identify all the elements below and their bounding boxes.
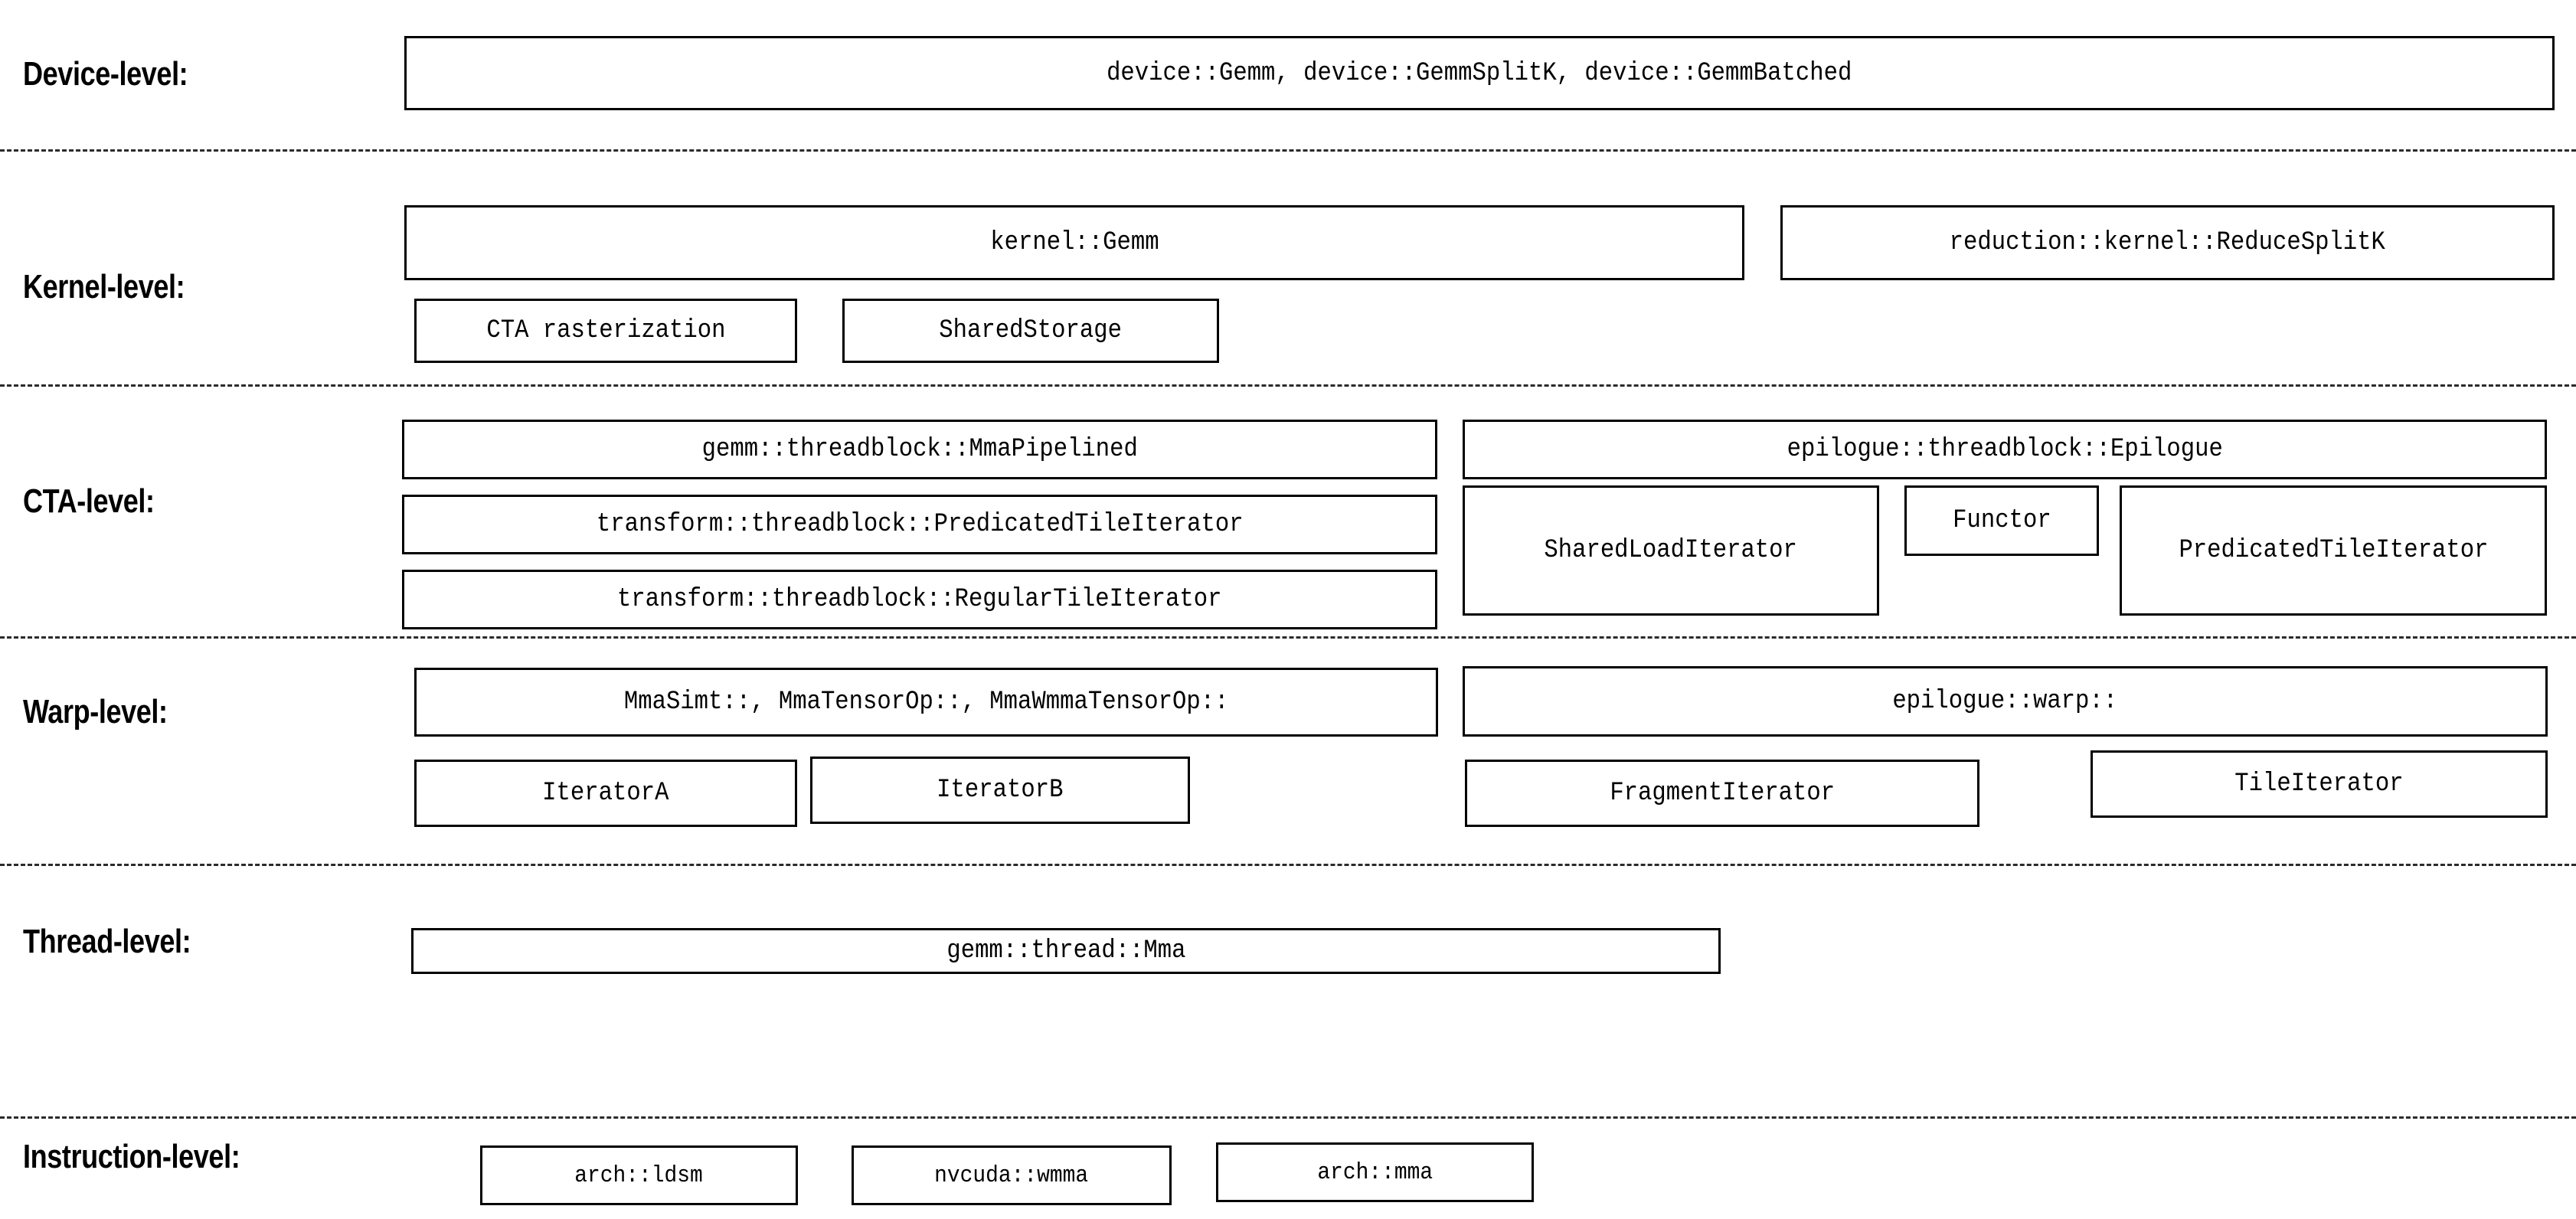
node-shared-storage[interactable]: SharedStorage xyxy=(842,299,1219,363)
level-label-cta: CTA-level: xyxy=(23,482,155,520)
node-reduce-splitk[interactable]: reduction::kernel::ReduceSplitK xyxy=(1780,205,2555,280)
node-shared-load-iterator[interactable]: SharedLoadIterator xyxy=(1463,485,1879,616)
node-device-gemm-label: device::Gemm, device::GemmSplitK, device… xyxy=(1107,58,1852,88)
node-regular-tile-iterator-tb-label: transform::threadblock::RegularTileItera… xyxy=(617,585,1222,614)
divider-thread-instruction xyxy=(0,1116,2576,1119)
node-predicated-tile-iterator-ep[interactable]: PredicatedTileIterator xyxy=(2120,485,2547,616)
node-kernel-gemm-label: kernel::Gemm xyxy=(989,228,1159,257)
node-nvcuda-wmma[interactable]: nvcuda::wmma xyxy=(852,1145,1172,1205)
node-device-gemm[interactable]: device::Gemm, device::GemmSplitK, device… xyxy=(404,36,2555,110)
node-kernel-gemm[interactable]: kernel::Gemm xyxy=(404,205,1744,280)
node-epilogue-warp[interactable]: epilogue::warp:: xyxy=(1463,666,2548,737)
divider-cta-warp xyxy=(0,636,2576,639)
node-mma-variants-label: MmaSimt::, MmaTensorOp::, MmaWmmaTensorO… xyxy=(623,688,1229,717)
node-epilogue-threadblock[interactable]: epilogue::threadblock::Epilogue xyxy=(1463,420,2547,479)
node-cta-rasterization-label: CTA rasterization xyxy=(485,316,726,345)
node-iterator-b-label: IteratorB xyxy=(937,776,1064,805)
node-epilogue-warp-label: epilogue::warp:: xyxy=(1892,687,2118,716)
node-functor[interactable]: Functor xyxy=(1904,485,2099,556)
node-gemm-thread-mma-label: gemm::thread::Mma xyxy=(946,936,1186,966)
level-label-kernel: Kernel-level: xyxy=(23,268,185,306)
node-iterator-a[interactable]: IteratorA xyxy=(414,760,797,827)
node-iterator-a-label: IteratorA xyxy=(542,779,669,808)
node-tile-iterator-label: TileIterator xyxy=(2234,770,2404,799)
node-fragment-iterator[interactable]: FragmentIterator xyxy=(1465,760,1979,827)
node-mma-pipelined-label: gemm::threadblock::MmaPipelined xyxy=(701,435,1138,464)
node-mma-variants[interactable]: MmaSimt::, MmaTensorOp::, MmaWmmaTensorO… xyxy=(414,668,1438,737)
node-predicated-tile-iterator-tb-label: transform::threadblock::PredicatedTileIt… xyxy=(596,510,1244,539)
level-label-warp: Warp-level: xyxy=(23,693,168,730)
node-regular-tile-iterator-tb[interactable]: transform::threadblock::RegularTileItera… xyxy=(402,570,1437,629)
node-arch-ldsm[interactable]: arch::ldsm xyxy=(480,1145,798,1205)
node-arch-mma-label: arch::mma xyxy=(1317,1159,1433,1186)
node-cta-rasterization[interactable]: CTA rasterization xyxy=(414,299,797,363)
node-shared-storage-label: SharedStorage xyxy=(939,316,1123,345)
divider-device-kernel xyxy=(0,149,2576,152)
node-predicated-tile-iterator-ep-label: PredicatedTileIterator xyxy=(2179,536,2488,565)
level-label-thread: Thread-level: xyxy=(23,923,191,960)
node-mma-pipelined[interactable]: gemm::threadblock::MmaPipelined xyxy=(402,420,1437,479)
node-shared-load-iterator-label: SharedLoadIterator xyxy=(1544,536,1798,565)
node-epilogue-threadblock-label: epilogue::threadblock::Epilogue xyxy=(1787,435,2223,464)
node-functor-label: Functor xyxy=(1952,506,2051,535)
node-fragment-iterator-label: FragmentIterator xyxy=(1610,779,1835,808)
node-iterator-b[interactable]: IteratorB xyxy=(810,757,1190,824)
divider-kernel-cta xyxy=(0,384,2576,387)
level-label-instruction: Instruction-level: xyxy=(23,1138,240,1175)
level-label-device: Device-level: xyxy=(23,55,188,93)
node-gemm-thread-mma[interactable]: gemm::thread::Mma xyxy=(411,928,1721,974)
node-arch-mma[interactable]: arch::mma xyxy=(1216,1142,1534,1202)
node-reduce-splitk-label: reduction::kernel::ReduceSplitK xyxy=(1949,228,2386,257)
node-predicated-tile-iterator-tb[interactable]: transform::threadblock::PredicatedTileIt… xyxy=(402,495,1437,554)
node-arch-ldsm-label: arch::ldsm xyxy=(574,1162,704,1189)
node-nvcuda-wmma-label: nvcuda::wmma xyxy=(934,1162,1089,1189)
node-tile-iterator[interactable]: TileIterator xyxy=(2091,750,2548,818)
divider-warp-thread xyxy=(0,864,2576,866)
